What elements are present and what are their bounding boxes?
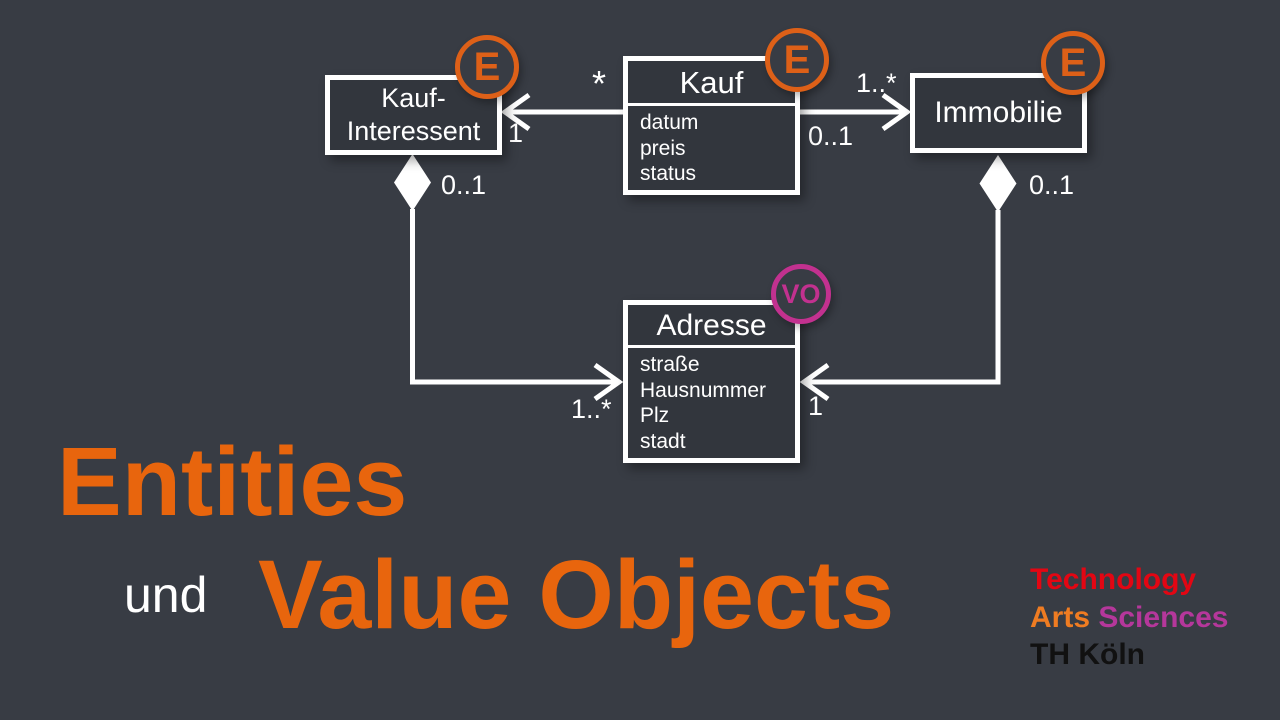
entity-title: Kauf	[679, 65, 744, 100]
multiplicity-label: *	[592, 63, 607, 104]
caption-entities: Entities	[57, 427, 408, 536]
entity-badge-icon: E	[765, 28, 829, 92]
attribute-item: status	[640, 162, 697, 185]
caption-value-objects: Value Objects	[258, 540, 895, 649]
entity-title-line2: Interessent	[346, 116, 481, 146]
aggregation-diamond-immobilie-icon	[979, 155, 1017, 212]
entity-title-line1: Kauf-	[381, 83, 446, 113]
logo-word-sciences: Sciences	[1098, 600, 1229, 634]
attribute-item: Hausnummer	[640, 378, 767, 402]
compartment-divider	[628, 345, 795, 348]
entity-badge-icon: E	[455, 35, 519, 99]
arrowhead-right-icon	[881, 92, 912, 132]
multiplicity-label: 1	[508, 118, 524, 148]
compartment-divider	[628, 103, 795, 106]
value-object-box-adresse: Adresse straße Hausnummer Plz stadt	[623, 300, 800, 463]
attribute-list: datum preis status	[628, 106, 795, 187]
arrowhead-left-icon	[500, 92, 531, 132]
multiplicity-label: 0..1	[808, 121, 854, 151]
logo-line-th-koeln: TH Köln	[1030, 638, 1145, 671]
attribute-item: Plz	[640, 404, 670, 427]
multiplicity-label: 0..1	[1029, 170, 1075, 200]
entity-box-immobilie: Immobilie	[910, 73, 1087, 153]
entity-badge-icon: E	[1041, 31, 1105, 95]
entity-title: Adresse	[656, 309, 767, 342]
entity-title: Kauf- Interessent	[330, 80, 497, 148]
multiplicity-label: 0..1	[441, 170, 487, 200]
entity-box-kauf: Kauf datum preis status	[623, 56, 800, 195]
multiplicity-label: 1	[808, 391, 824, 421]
attribute-list: straße Hausnummer Plz stadt	[628, 348, 795, 454]
entity-title: Immobilie	[934, 96, 1063, 129]
th-koeln-logo: Technology Arts Sciences TH Köln	[1030, 561, 1228, 674]
attribute-item: datum	[640, 111, 699, 134]
logo-line-arts-sciences: Arts Sciences	[1030, 599, 1228, 637]
logo-line-technology: Technology	[1030, 563, 1197, 596]
caption-conjunction: und	[124, 567, 208, 623]
aggregation-diamond-interessent-icon	[394, 154, 431, 211]
logo-word-arts: Arts	[1030, 600, 1091, 634]
arrowhead-into-adresse-left-icon	[593, 362, 624, 402]
attribute-item: stadt	[640, 429, 686, 453]
multiplicity-label: 1..*	[856, 68, 897, 98]
value-object-badge-icon: VO	[771, 264, 831, 324]
attribute-item: preis	[640, 136, 686, 160]
arrowhead-into-adresse-right-icon	[799, 362, 830, 402]
attribute-item: straße	[640, 353, 700, 376]
multiplicity-label: 1..*	[571, 394, 612, 424]
